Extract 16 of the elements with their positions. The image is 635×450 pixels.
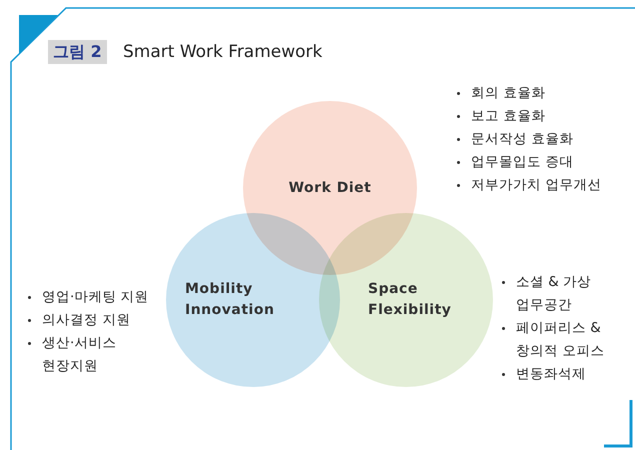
bullet-item: 소셜 & 가상 업무공간: [500, 271, 618, 317]
bullet-item: 생산·서비스 현장지원: [26, 332, 151, 378]
diagram-title: Smart Work Framework: [123, 41, 322, 64]
bullet-item: 회의 효율화: [455, 82, 630, 105]
bullet-item: 의사결정 지원: [26, 309, 151, 332]
circle-label: Mobility Innovation: [185, 280, 276, 320]
bullet-item: 변동좌석제: [500, 363, 618, 386]
bullet-item: 저부가가치 업무개선: [455, 174, 630, 197]
circle-label: Space Flexibility: [368, 280, 452, 320]
bullet-item: 영업·마케팅 지원: [26, 286, 151, 309]
bullet-item: 업무몰입도 증대: [455, 151, 630, 174]
bullet-item: 문서작성 효율화: [455, 128, 630, 151]
bullet-item: 보고 효율화: [455, 105, 630, 128]
bullet-item: 페이퍼리스 & 창의적 오피스: [500, 317, 618, 363]
figure-number-badge: 그림 2: [48, 40, 107, 64]
circle-label: Work Diet: [288, 178, 372, 198]
